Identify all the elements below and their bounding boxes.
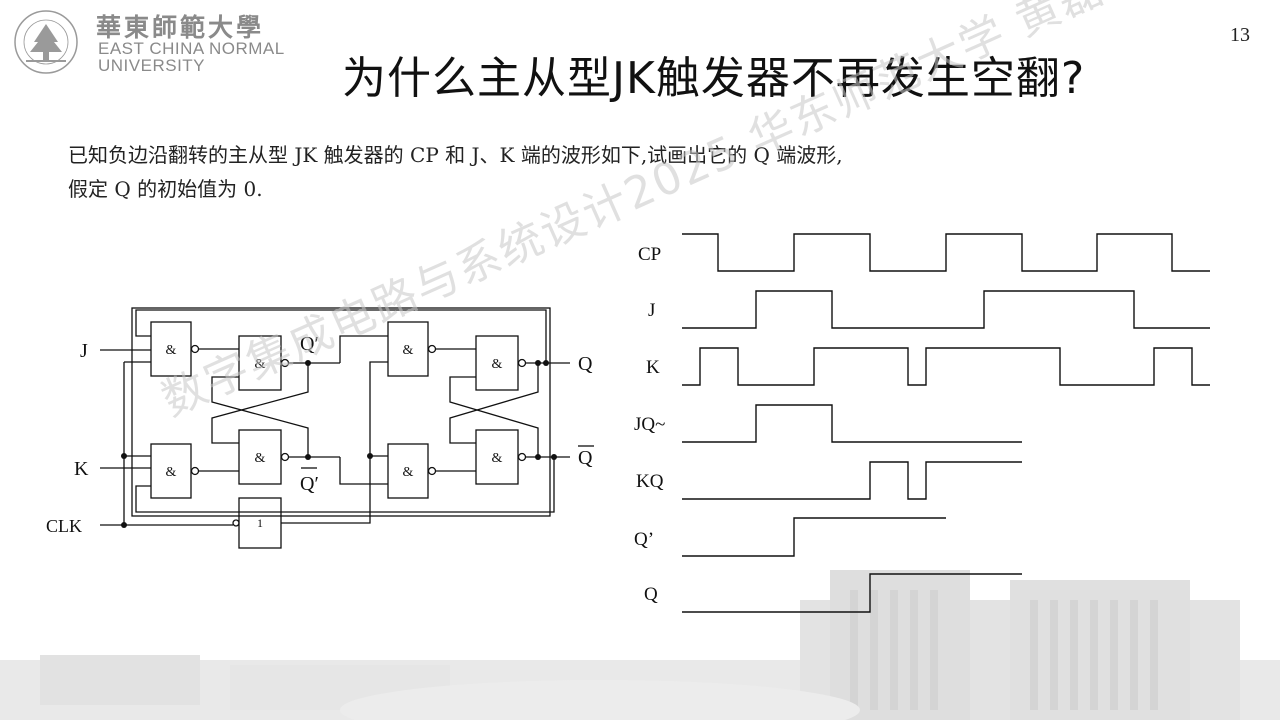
waveform-diagram: CP J K JQ~ KQ Q’ Q [634,233,1210,613]
label-q-bar: Q [578,447,593,469]
campus-background-image [0,570,1280,720]
wave-label-q: Q [644,584,658,605]
jk-flipflop-circuit: & & & & & & & & 1 J K CLK Q′ Q′ Q Q [46,307,594,549]
gate-symbol: & [255,451,266,466]
problem-line-1: 已知负边沿翻转的主从型 JK 触发器的 CP 和 J、K 端的波形如下,试画出它… [68,143,843,167]
wave-label-j: J [648,300,655,321]
logo-english-line2: UNIVERSITY [98,56,206,75]
gate-symbol: & [492,451,503,466]
slide-title: 为什么主从型JK触发器不再发生空翻? [342,53,1086,104]
university-logo [14,10,78,74]
logo-chinese-name: 華東師範大學 [96,13,265,42]
wave-jq [682,404,1022,443]
wave-label-k: K [646,357,660,378]
wave-kq [682,461,1022,500]
label-clk: CLK [46,516,82,536]
label-j: J [80,340,88,362]
label-q-prime-bar: Q′ [300,473,319,495]
page-number: 13 [1230,24,1250,46]
wave-label-q-prime: Q’ [634,529,654,550]
not-gate-symbol: 1 [257,516,263,530]
problem-line-2: 假定 Q 的初始值为 0. [68,177,263,201]
wave-label-kq: KQ [636,471,664,492]
wave-label-jq: JQ~ [634,414,665,435]
wave-cp [682,233,1210,272]
gate-symbol: & [492,357,503,372]
gate-symbol: & [403,465,414,480]
wave-j [682,290,1210,329]
problem-statement: 已知负边沿翻转的主从型 JK 触发器的 CP 和 J、K 端的波形如下,试画出它… [68,138,843,206]
label-q-prime: Q′ [300,333,319,355]
logo-english-line1: EAST CHINA NORMAL [98,39,285,58]
gate-symbol: & [255,357,266,372]
wave-k [682,347,1210,386]
wave-label-cp: CP [638,244,661,265]
gate-symbol: & [166,343,177,358]
wave-q-prime [682,517,946,557]
label-q: Q [578,353,593,375]
label-k: K [74,458,89,480]
wave-q [682,573,1022,613]
gate-symbol: & [166,465,177,480]
gate-symbol: & [403,343,414,358]
